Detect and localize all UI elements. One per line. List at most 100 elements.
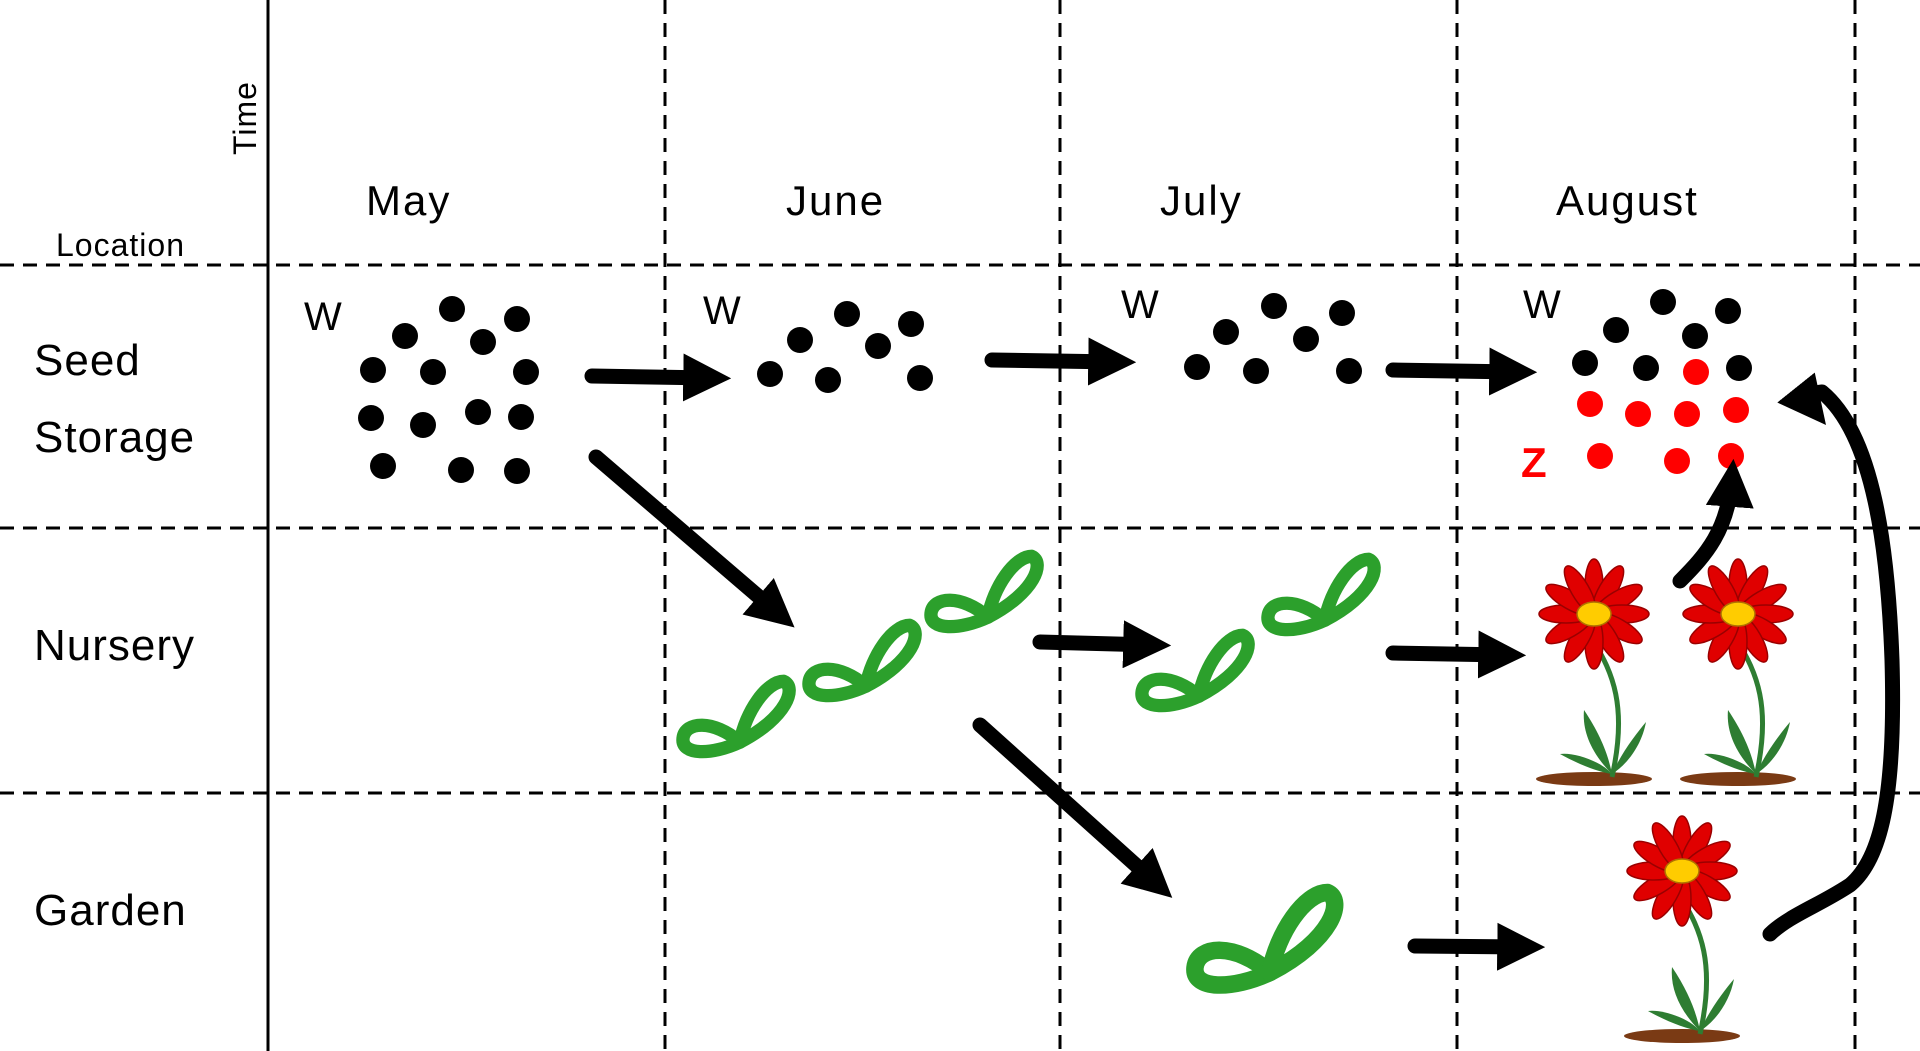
- location-axis-label: Location: [56, 227, 185, 263]
- seed-dot-icon: [370, 453, 396, 479]
- sprout-icon: [924, 549, 1044, 634]
- flower-leaf: [1583, 710, 1612, 774]
- seed-dot-icon: [470, 329, 496, 355]
- seed-dot-icon: [420, 359, 446, 385]
- seed-dot-icon: [513, 359, 539, 385]
- soil-mound: [1624, 1029, 1740, 1043]
- header: Time Location May June July August: [56, 81, 1699, 263]
- seed-dot-icon: [465, 399, 491, 425]
- seed-dot-icon: [1587, 443, 1613, 469]
- sprout-leaf: [859, 618, 922, 693]
- seed-dot-icon: [865, 333, 891, 359]
- sprout-icon: [1135, 628, 1255, 713]
- august-storage-black-seeds: [1572, 289, 1752, 381]
- seed-dot-icon: [815, 367, 841, 393]
- row-labels: Seed Storage Nursery Garden: [34, 336, 195, 935]
- seed-dot-icon: [1261, 293, 1287, 319]
- z-marker-august: Z: [1521, 439, 1547, 486]
- seed-dot-icon: [1718, 443, 1744, 469]
- seed-dot-icon: [1243, 358, 1269, 384]
- seed-dot-icon: [1329, 300, 1355, 326]
- arrow-icon: [1762, 372, 1901, 942]
- arrow-icon: [588, 449, 795, 628]
- flower-leaf: [1727, 710, 1756, 774]
- sprout-leaf: [1318, 552, 1381, 627]
- seed-dot-icon: [1603, 317, 1629, 343]
- arrow-icon: [1672, 458, 1754, 589]
- seed-dot-icon: [410, 412, 436, 438]
- sprout-icon: [1261, 552, 1381, 637]
- seed-dot-icon: [1577, 391, 1603, 417]
- sprout-leaf: [1135, 672, 1206, 713]
- seed-dot-icon: [757, 361, 783, 387]
- seed-dot-icon: [1336, 358, 1362, 384]
- seed-dot-icon: [504, 306, 530, 332]
- seed-dot-icon: [358, 405, 384, 431]
- arrow-icon: [1385, 347, 1538, 396]
- sprout-group: [676, 549, 1381, 994]
- soil-mound: [1680, 772, 1796, 786]
- july-storage-seeds: [1184, 293, 1362, 384]
- seed-dot-icon: [1674, 401, 1700, 427]
- flower-icon: [1536, 558, 1652, 786]
- seed-dot-icon: [1682, 323, 1708, 349]
- seed-dot-icon: [834, 301, 860, 327]
- arrow-icon: [972, 717, 1173, 898]
- sprout-leaf: [1261, 596, 1332, 637]
- location-garden: Garden: [34, 886, 187, 935]
- seed-dot-icon: [907, 365, 933, 391]
- w-marker-august: W: [1523, 283, 1561, 327]
- flower-icon: [1680, 558, 1796, 786]
- soil-mound: [1536, 772, 1652, 786]
- sprout-leaf: [981, 549, 1044, 624]
- flower-group: [1536, 558, 1796, 1043]
- may-storage-seeds: [358, 296, 539, 484]
- flower-center: [1576, 601, 1612, 627]
- sprout-leaf: [1186, 941, 1279, 994]
- seed-dot-icon: [1664, 448, 1690, 474]
- arrow-icon: [1032, 620, 1172, 669]
- seed-dot-icon: [1625, 401, 1651, 427]
- flower-leaf: [1648, 1010, 1700, 1031]
- flower-center: [1664, 858, 1700, 884]
- flower-leaf: [1756, 722, 1790, 774]
- sprout-icon: [1186, 883, 1344, 994]
- flower-leaf: [1560, 753, 1612, 774]
- arrow-icon: [584, 353, 732, 402]
- arrow-icon: [1407, 922, 1546, 971]
- seed-dot-icon: [1293, 326, 1319, 352]
- june-storage-seeds: [757, 301, 933, 393]
- seed-dot-icon: [508, 404, 534, 430]
- seed-dot-icon: [1650, 289, 1676, 315]
- seed-dot-icon: [787, 327, 813, 353]
- seed-dot-icon: [898, 311, 924, 337]
- flower-leaf: [1700, 979, 1734, 1031]
- seed-dot-icon: [1213, 319, 1239, 345]
- arrow-icon: [984, 337, 1137, 386]
- seed-dot-icon: [360, 357, 386, 383]
- month-may: May: [366, 177, 451, 224]
- sprout-leaf: [733, 674, 796, 749]
- location-seed-storage-line1: Seed: [34, 336, 141, 385]
- seed-dot-icon: [392, 323, 418, 349]
- seed-dot-icon: [1184, 354, 1210, 380]
- sprout-leaf: [1192, 628, 1255, 703]
- location-nursery: Nursery: [34, 621, 195, 670]
- arrow-group: [584, 337, 1901, 971]
- seed-dot-icon: [1723, 397, 1749, 423]
- time-axis-label: Time: [227, 81, 263, 155]
- month-august: August: [1556, 177, 1699, 224]
- markers: W W W W Z: [304, 283, 1561, 486]
- w-marker-july: W: [1121, 283, 1159, 327]
- month-july: July: [1160, 177, 1243, 224]
- seed-dot-icon: [1572, 350, 1598, 376]
- location-seed-storage-line2: Storage: [34, 413, 195, 462]
- seed-dot-icon: [448, 457, 474, 483]
- w-marker-may: W: [304, 295, 342, 339]
- flower-leaf: [1671, 967, 1700, 1031]
- flower-center: [1720, 601, 1756, 627]
- month-june: June: [786, 177, 885, 224]
- sprout-leaf: [676, 718, 747, 759]
